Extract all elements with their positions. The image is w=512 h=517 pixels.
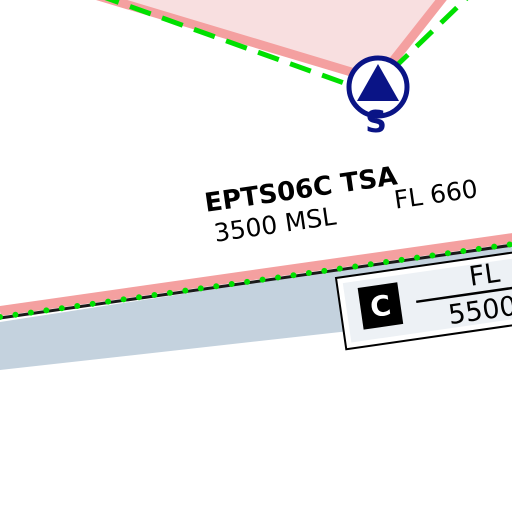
reporting-point[interactable]: S [346, 55, 410, 140]
airspace-class-box[interactable]: C FL 5500 [334, 246, 512, 351]
reporting-point-label: S [365, 105, 387, 140]
tsa-labels: EPTS06C TSA 3500 MSL FL 660 [203, 161, 480, 247]
airspace-class-badge [357, 282, 404, 330]
tsa-boundary-dots [0, 241, 512, 320]
airspace-upper-limit: FL [467, 258, 502, 293]
airspace-limit-divider [416, 282, 512, 304]
tsa-upper-limit: FL 660 [392, 174, 479, 215]
restricted-area-fill [112, 0, 437, 78]
restricted-area [96, 0, 469, 91]
tsa-boundary-red [0, 233, 512, 316]
triangle-icon [357, 64, 399, 101]
airspace-class-letter: C [368, 289, 393, 325]
restricted-area-border-green [104, 0, 359, 91]
restricted-area-border-green-right [390, 0, 469, 72]
triangle-in-circle-icon [346, 55, 410, 119]
